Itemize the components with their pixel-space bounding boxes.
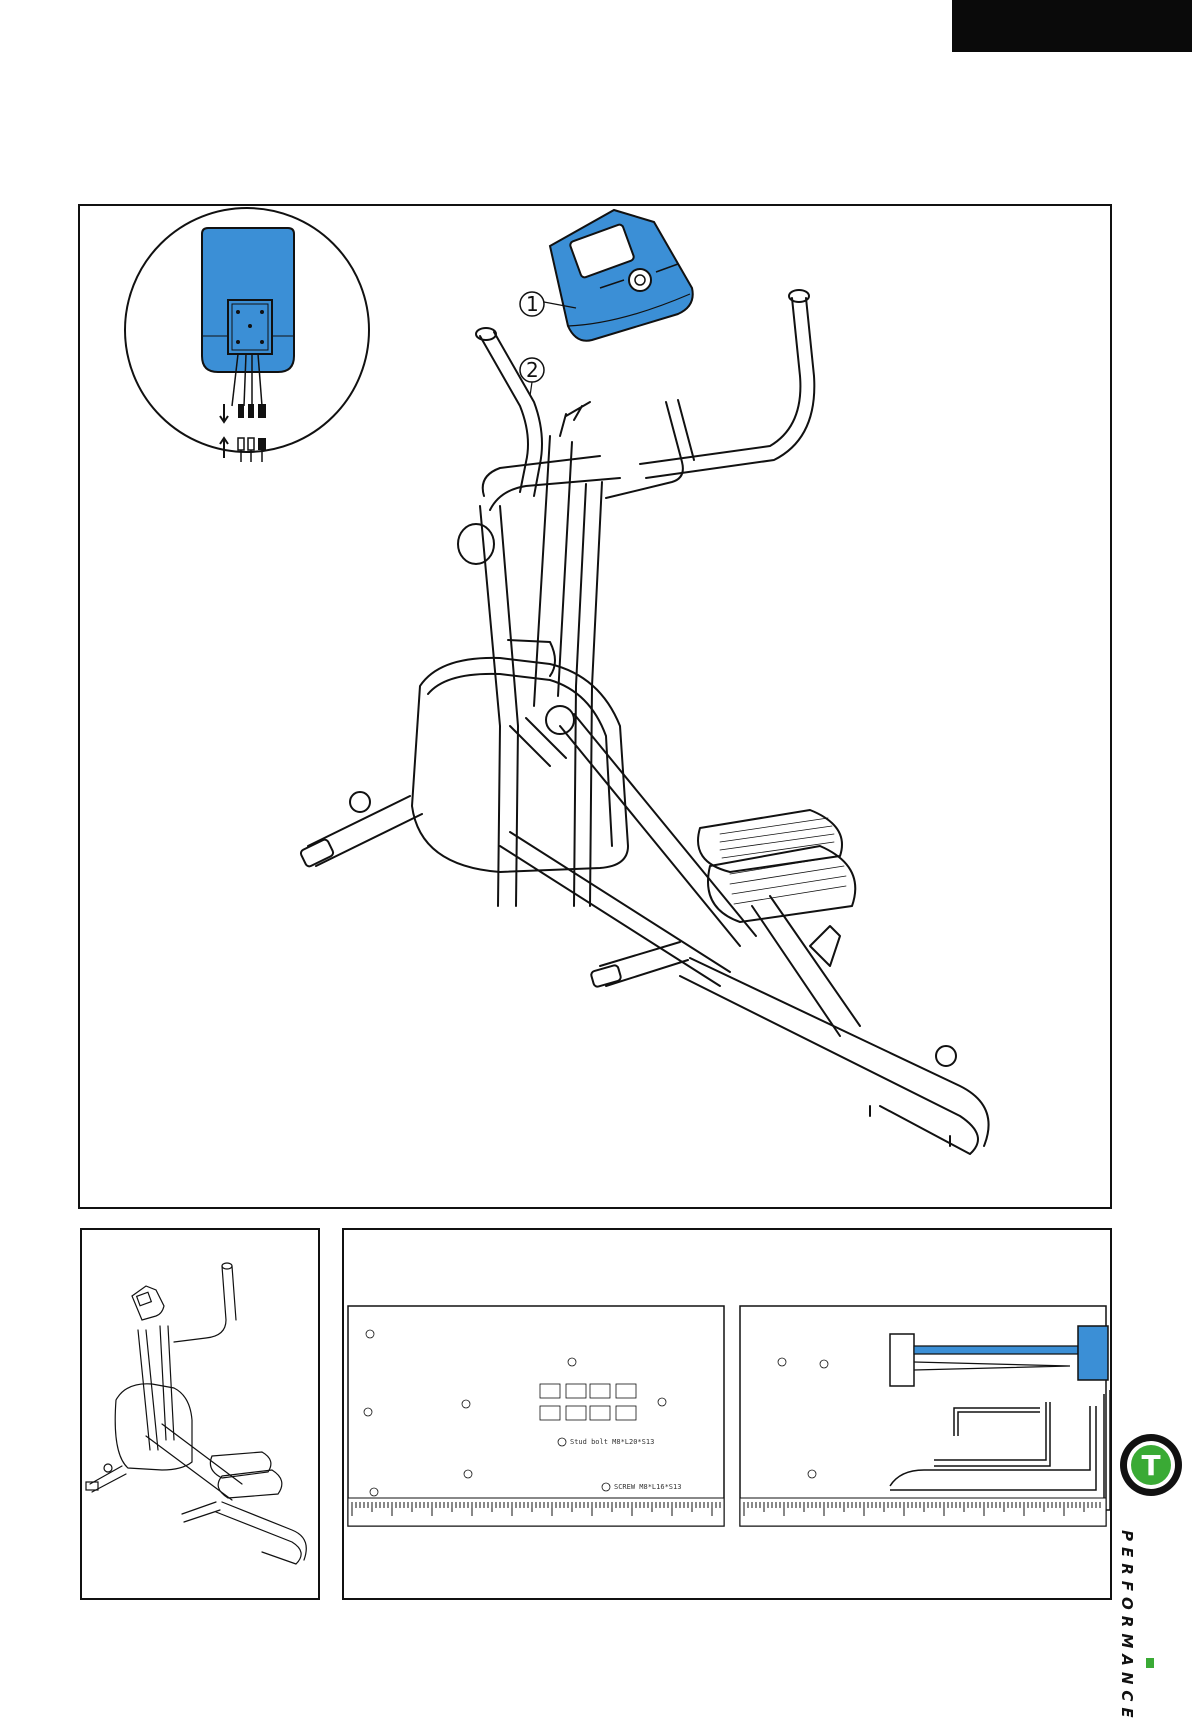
right-pedal-arm	[560, 714, 756, 946]
brand-name: PERFORMANCE	[1114, 1530, 1136, 1680]
brand-logo-letter: T	[1141, 1449, 1160, 1482]
page-tab-marker	[952, 0, 1192, 52]
hardware-card-tools	[740, 1306, 1110, 1526]
rear-rail-left	[680, 976, 978, 1154]
flywheel-housing	[412, 658, 628, 872]
front-stabilizer	[308, 796, 422, 866]
crank-pivot	[546, 706, 574, 734]
brand-logo: T	[1118, 1432, 1184, 1498]
left-upper-handle	[480, 336, 528, 492]
console-dial	[629, 269, 651, 291]
hardware-drawing: Stud bolt M8*L20*S13 SCREW M8*L16*S13	[344, 1230, 1110, 1598]
assembly-drawing: 1 2	[80, 206, 1110, 1207]
thumbnail-panel	[80, 1228, 320, 1600]
hardware-panel: Stud bolt M8*L20*S13 SCREW M8*L16*S13	[342, 1228, 1112, 1600]
rear-stabilizer	[600, 942, 688, 986]
parts-label-b: SCREW M8*L16*S13	[614, 1483, 681, 1491]
callout-1-label: 1	[526, 292, 539, 316]
left-pedal-arm	[500, 832, 730, 986]
left-pivot	[458, 524, 494, 564]
console-highlight	[550, 210, 693, 341]
screwdriver-handle	[890, 1334, 914, 1386]
callout-2: 2	[520, 358, 544, 396]
main-assembly-panel: 1 2	[78, 204, 1112, 1209]
hardware-card-fasteners: Stud bolt M8*L20*S13 SCREW M8*L16*S13	[348, 1306, 724, 1526]
parts-label-a: Stud bolt M8*L20*S13	[570, 1438, 654, 1446]
elliptical-trainer-drawing	[300, 290, 989, 1154]
thumbnail-drawing	[82, 1230, 318, 1598]
brand-accent-bar	[1146, 1658, 1154, 1668]
screwdriver-shaft-highlight	[914, 1346, 1078, 1354]
detail-callout-circle	[125, 208, 369, 462]
right-upper-handle	[640, 298, 800, 464]
screwdriver-head-highlight	[1078, 1326, 1108, 1380]
callout-2-label: 2	[526, 358, 539, 382]
